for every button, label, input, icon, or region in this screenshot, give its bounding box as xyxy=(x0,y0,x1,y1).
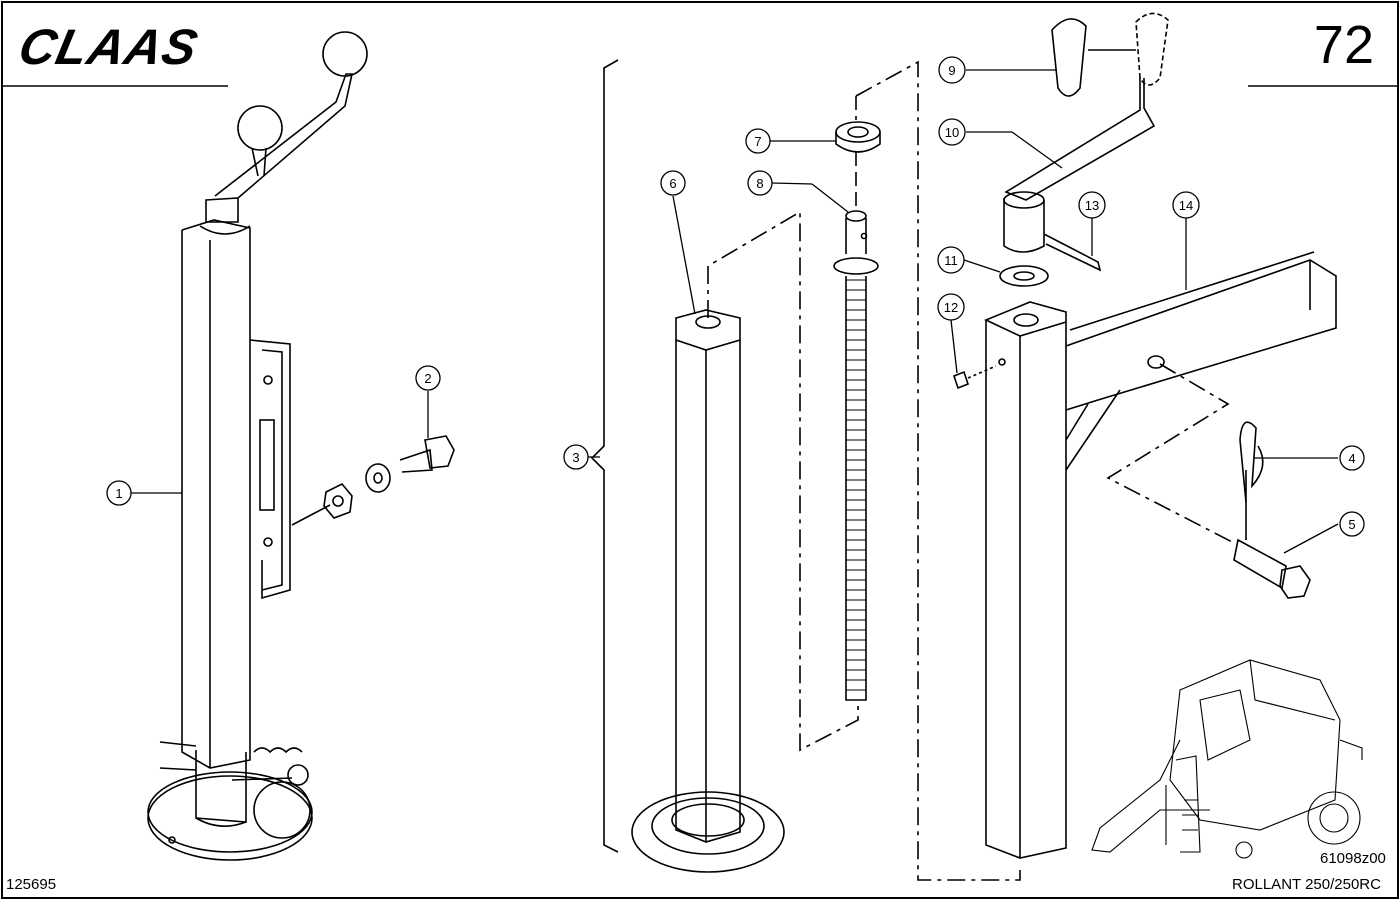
callout-circle-12 xyxy=(937,293,965,321)
callout-circle-5 xyxy=(1339,511,1365,537)
callout-2: 2 xyxy=(424,371,431,386)
callout-circle-4 xyxy=(1339,445,1365,471)
callout-12: 12 xyxy=(944,300,958,315)
callout-circle-9 xyxy=(938,56,966,84)
callout-3: 3 xyxy=(572,450,579,465)
callout-leaders xyxy=(131,69,1339,554)
callout-circle-11 xyxy=(937,246,965,274)
jack-with-drawbar xyxy=(953,12,1337,859)
drawing-code-left: 125695 xyxy=(6,876,57,893)
callout-circle-10 xyxy=(938,118,966,146)
callout-5: 5 xyxy=(1348,517,1355,532)
jack-tube-exploded xyxy=(590,59,1021,881)
callout-8: 8 xyxy=(756,176,763,191)
baler-thumbnail xyxy=(1091,659,1363,859)
callout-1: 1 xyxy=(115,486,122,501)
jack-assembly-complete xyxy=(147,31,368,861)
callout-10: 10 xyxy=(945,125,959,140)
callout-circle-13 xyxy=(1078,191,1106,219)
callout-circle-2 xyxy=(415,365,441,391)
callout-circle-7 xyxy=(745,128,771,154)
callout-circle-14 xyxy=(1172,191,1200,219)
bolt-washer-nut xyxy=(291,435,455,526)
callout-4: 4 xyxy=(1348,451,1355,466)
callout-circle-3 xyxy=(563,444,589,470)
drawing-code-right: 61098z00 xyxy=(1320,850,1386,867)
callout-11: 11 xyxy=(944,253,958,268)
callout-circle-6 xyxy=(660,170,686,196)
callout-9: 9 xyxy=(948,63,955,78)
callout-circles xyxy=(106,56,1365,537)
callout-circle-1 xyxy=(106,480,132,506)
callout-14: 14 xyxy=(1179,198,1193,213)
machine-model: ROLLANT 250/250RC xyxy=(1232,876,1381,893)
callout-6: 6 xyxy=(669,176,676,191)
callout-labels: 1 2 3 4 5 6 7 8 9 10 11 12 13 14 xyxy=(115,63,1355,532)
callout-circle-8 xyxy=(747,170,773,196)
callout-7: 7 xyxy=(754,134,761,149)
page-number: 72 xyxy=(1313,15,1374,75)
callout-13: 13 xyxy=(1085,198,1099,213)
